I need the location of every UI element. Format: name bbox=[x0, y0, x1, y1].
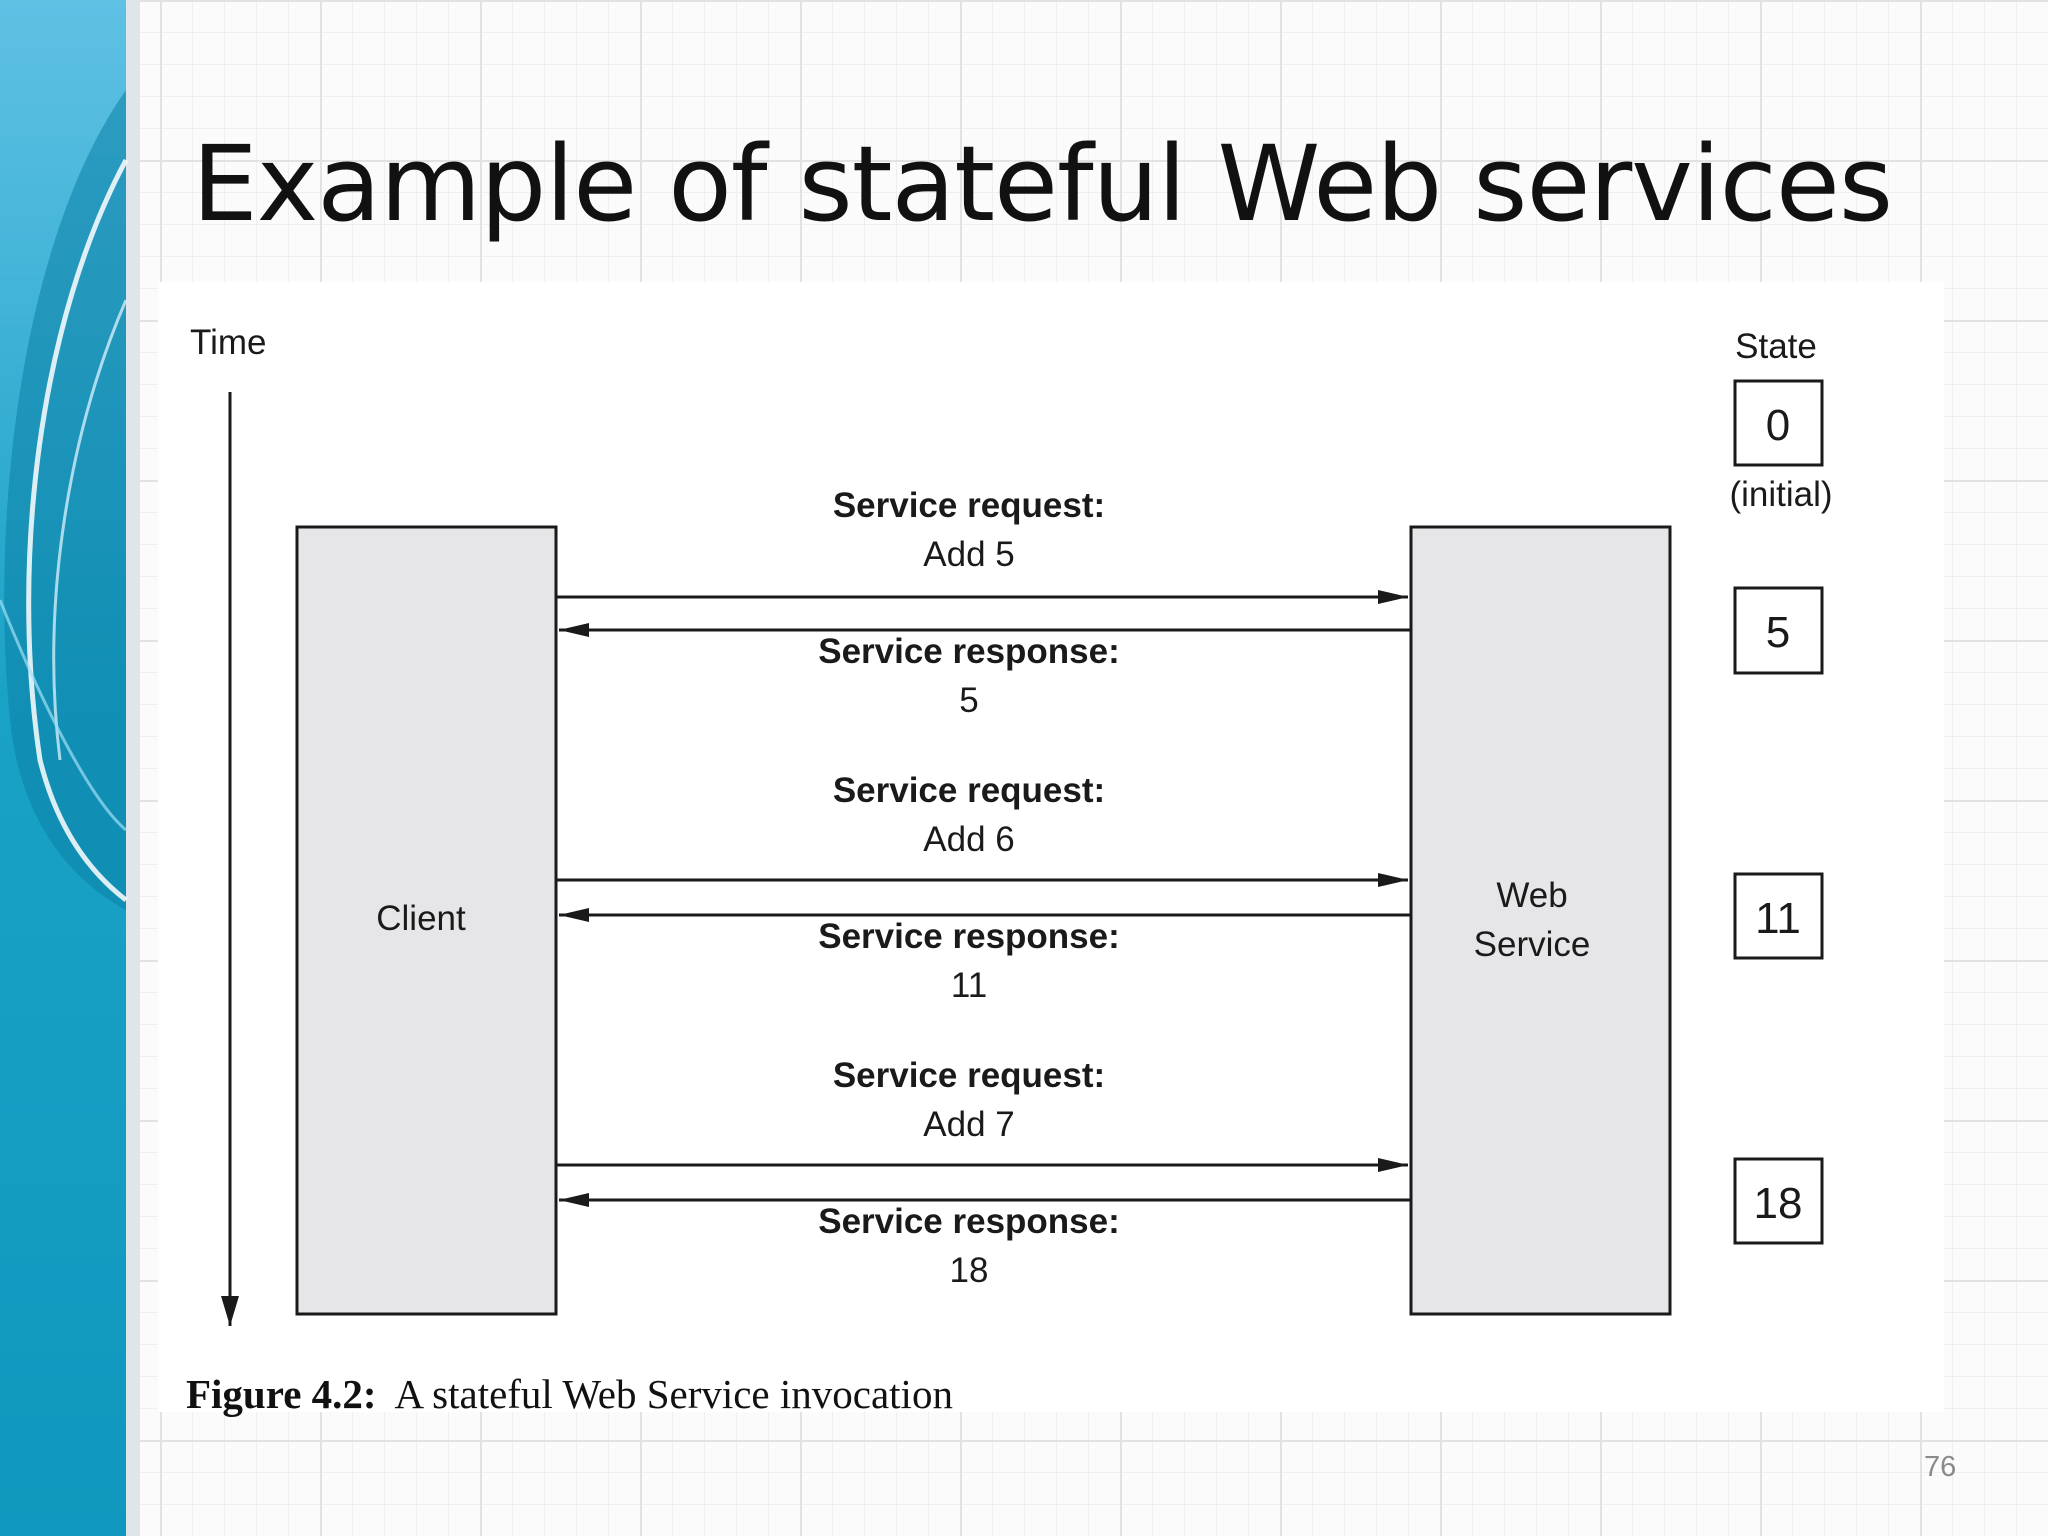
decorative-side-band bbox=[0, 0, 140, 1536]
figure-caption: Figure 4.2: A stateful Web Service invoca… bbox=[186, 1370, 953, 1418]
time-axis-arrowhead bbox=[221, 1296, 239, 1326]
response-value-3: 18 bbox=[950, 1251, 989, 1290]
response-title-1: Service response: bbox=[818, 632, 1120, 671]
figure-panel: Time Client Web Service State 0 (initial… bbox=[158, 282, 1944, 1412]
client-label: Client bbox=[376, 899, 466, 938]
web-service-label-line2: Service bbox=[1474, 925, 1591, 964]
request-title-2: Service request: bbox=[833, 771, 1105, 810]
response-value-2: 11 bbox=[951, 966, 987, 1005]
request-title-3: Service request: bbox=[833, 1056, 1105, 1095]
figure-caption-text: A stateful Web Service invocation bbox=[394, 1371, 953, 1417]
response-value-1: 5 bbox=[959, 681, 978, 720]
client-box bbox=[295, 525, 558, 1316]
slide-title: Example of stateful Web services bbox=[192, 123, 1893, 245]
figure-caption-label: Figure 4.2: bbox=[186, 1371, 377, 1417]
time-axis-label: Time bbox=[190, 323, 266, 362]
request-title-1: Service request: bbox=[833, 486, 1105, 525]
state-box-initial bbox=[1733, 379, 1824, 467]
state-box-3 bbox=[1733, 1157, 1824, 1245]
web-service-box bbox=[1409, 525, 1672, 1316]
state-value-initial: 0 bbox=[1766, 401, 1790, 450]
response-title-3: Service response: bbox=[818, 1202, 1120, 1241]
state-initial-note: (initial) bbox=[1729, 475, 1832, 514]
request-value-1: Add 5 bbox=[923, 535, 1014, 574]
request-value-2: Add 6 bbox=[923, 820, 1014, 859]
sequence-diagram: Time Client Web Service State 0 (initial… bbox=[190, 323, 1833, 1326]
slide-number: 76 bbox=[1924, 1451, 1957, 1483]
request-value-3: Add 7 bbox=[923, 1105, 1014, 1144]
response-title-2: Service response: bbox=[818, 917, 1120, 956]
web-service-label-line1: Web bbox=[1496, 876, 1567, 915]
state-column-label: State bbox=[1735, 327, 1817, 366]
state-value-3: 18 bbox=[1754, 1179, 1803, 1228]
state-value-1: 5 bbox=[1766, 608, 1790, 657]
state-box-2 bbox=[1733, 872, 1824, 960]
state-value-2: 11 bbox=[1755, 894, 1801, 943]
state-box-1 bbox=[1733, 586, 1824, 675]
